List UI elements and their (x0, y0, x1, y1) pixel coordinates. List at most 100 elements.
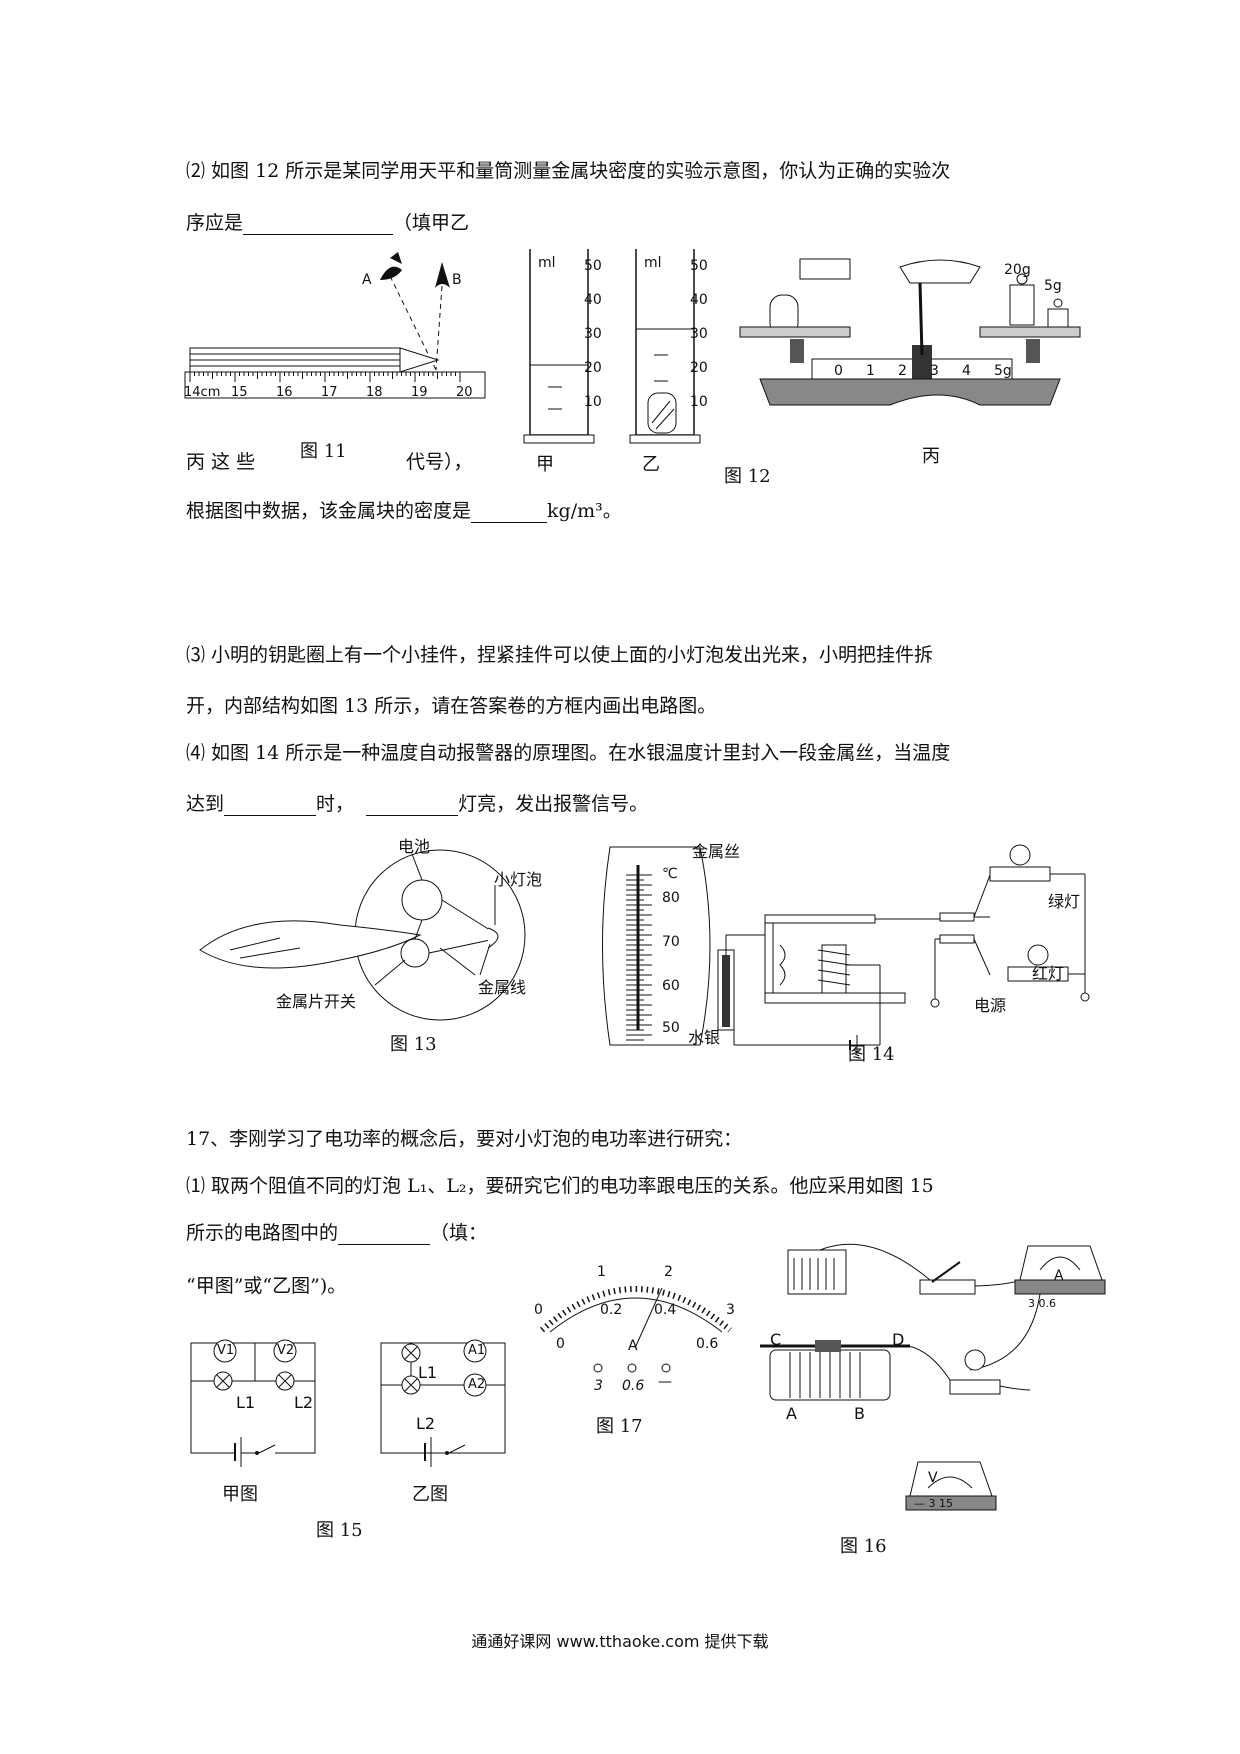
tick: 0 (534, 1302, 543, 1318)
wire-label: 金属线 (478, 978, 527, 997)
terminal-3: 3 (594, 1378, 603, 1394)
tick: 0 (556, 1336, 565, 1352)
ruler-tick-label: 19 (411, 385, 428, 400)
figure-14 (602, 844, 1090, 1055)
label-b: B (452, 272, 462, 288)
q3-line1: ⑶ 小明的钥匙圈上有一个小挂件，捏紧挂件可以使上面的小灯泡发出光来，小明把挂件拆 (186, 644, 934, 666)
ruler-tick-label: 14cm (184, 385, 220, 400)
q2-line3a: 丙 这 些 (186, 451, 256, 473)
tick: 50 (690, 258, 708, 274)
v1-label: V1 (217, 1343, 235, 1358)
yi-l1-label: L1 (418, 1363, 438, 1382)
jia-circuit-label: 甲图 (222, 1484, 258, 1505)
temp-blank[interactable] (224, 797, 317, 816)
tick: 50 (662, 1020, 680, 1036)
yi-label: 乙 (642, 454, 660, 475)
tick: 2 (898, 363, 907, 379)
q17-line3: 所示的电路图中的（填： (186, 1222, 488, 1245)
density-blank[interactable] (471, 504, 548, 523)
tick: 30 (584, 326, 602, 342)
tick: 10 (584, 394, 602, 410)
yi-l2-label: L2 (416, 1414, 436, 1433)
figure-17-ammeter-dial (540, 1286, 732, 1349)
terminal-0.6: 0.6 (622, 1378, 645, 1394)
weight-20g: 20g (1004, 262, 1031, 278)
tick: 3 (726, 1302, 735, 1318)
tick: 4 (962, 363, 971, 379)
tick: 70 (662, 934, 680, 950)
tick: 10 (690, 394, 708, 410)
lamp-blank[interactable] (366, 797, 459, 816)
v2-label: V2 (277, 1343, 295, 1358)
tick: 20 (690, 360, 708, 376)
cylinder-yi (629, 249, 701, 444)
tick: 0.4 (654, 1302, 677, 1318)
answer-blank[interactable] (243, 216, 394, 235)
cylinder-jia (523, 249, 595, 444)
thermometer-ticks (626, 874, 652, 1041)
unit-jia: ml (538, 255, 556, 271)
tick: 40 (690, 292, 708, 308)
tick: 0.2 (600, 1302, 623, 1318)
tick: 2 (664, 1264, 673, 1280)
battery-label: 电池 (398, 837, 431, 856)
bulb-label: 小灯泡 (494, 870, 543, 889)
green-lamp-label: 绿灯 (1048, 892, 1081, 911)
q2-line2: 序应是（填甲乙 (186, 212, 470, 235)
l2-label: L2 (294, 1393, 314, 1412)
tick: 1 (597, 1264, 606, 1280)
circuit-blank[interactable] (338, 1226, 431, 1245)
l1-label: L1 (236, 1393, 256, 1412)
label-a: A (362, 272, 372, 288)
point-b: B (854, 1404, 865, 1423)
tick: 50 (584, 258, 602, 274)
ammeter-label: A (1054, 1268, 1064, 1284)
figure-15-jia (190, 1339, 316, 1467)
a2-label: A2 (468, 1377, 486, 1392)
figure-15-yi (380, 1339, 506, 1467)
weight-5g: 5g (1044, 278, 1062, 294)
tick: 30 (690, 326, 708, 342)
ampere-unit: A (628, 1338, 638, 1354)
q4-line1: ⑷ 如图 14 所示是一种温度自动报警器的原理图。在水银温度计里封入一段金属丝，… (186, 742, 951, 764)
celsius-unit: ℃ (662, 866, 678, 882)
q4-line2: 达到时， 灯亮，发出报警信号。 (186, 793, 649, 816)
switch-label: 金属片开关 (276, 992, 357, 1011)
voltmeter-label: V (928, 1470, 938, 1486)
tick: 0 (834, 363, 843, 379)
tick: 5g (994, 363, 1012, 379)
yi-circuit-label: 乙图 (412, 1484, 448, 1505)
ruler-tick-label: 16 (276, 385, 293, 400)
terminals (593, 1363, 671, 1373)
ruler-tick-label: 15 (231, 385, 248, 400)
unit-yi: ml (644, 255, 662, 271)
tick: 20 (584, 360, 602, 376)
fig17-caption: 图 17 (596, 1416, 643, 1437)
fig15-caption: 图 15 (316, 1520, 363, 1541)
point-a: A (786, 1404, 797, 1423)
jia-label: 甲 (536, 454, 554, 475)
ruler-tick-label: 17 (321, 385, 338, 400)
red-lamp-label: 红灯 (1032, 964, 1065, 983)
q17-line1: 17、李刚学习了电功率的概念后，要对小灯泡的电功率进行研究： (186, 1128, 743, 1150)
balance (739, 258, 1081, 406)
tick: 80 (662, 890, 680, 906)
ammeter-terminals: 3 0.6 (1028, 1297, 1056, 1310)
tick: 60 (662, 978, 680, 994)
figure-13 (199, 849, 526, 1021)
tick: 3 (930, 363, 939, 379)
ruler-tick-label: 20 (456, 385, 473, 400)
q17-line4: “甲图”或“乙图”)。 (186, 1275, 347, 1297)
voltmeter-terminals: — 3 15 (914, 1497, 953, 1510)
tick: 0.6 (696, 1336, 719, 1352)
footer: 通通好课网 www.tthaoke.com 提供下载 (471, 1632, 769, 1651)
power-label: 电源 (974, 996, 1007, 1015)
tick: 1 (866, 363, 875, 379)
metal-wire-label: 金属丝 (692, 842, 741, 861)
bing-label: 丙 (922, 446, 940, 467)
fig16-caption: 图 16 (840, 1536, 887, 1557)
q2-line3b: 代号）， (406, 451, 473, 473)
fig12-caption: 图 12 (724, 466, 771, 487)
fig14-caption: 图 14 (848, 1044, 895, 1065)
